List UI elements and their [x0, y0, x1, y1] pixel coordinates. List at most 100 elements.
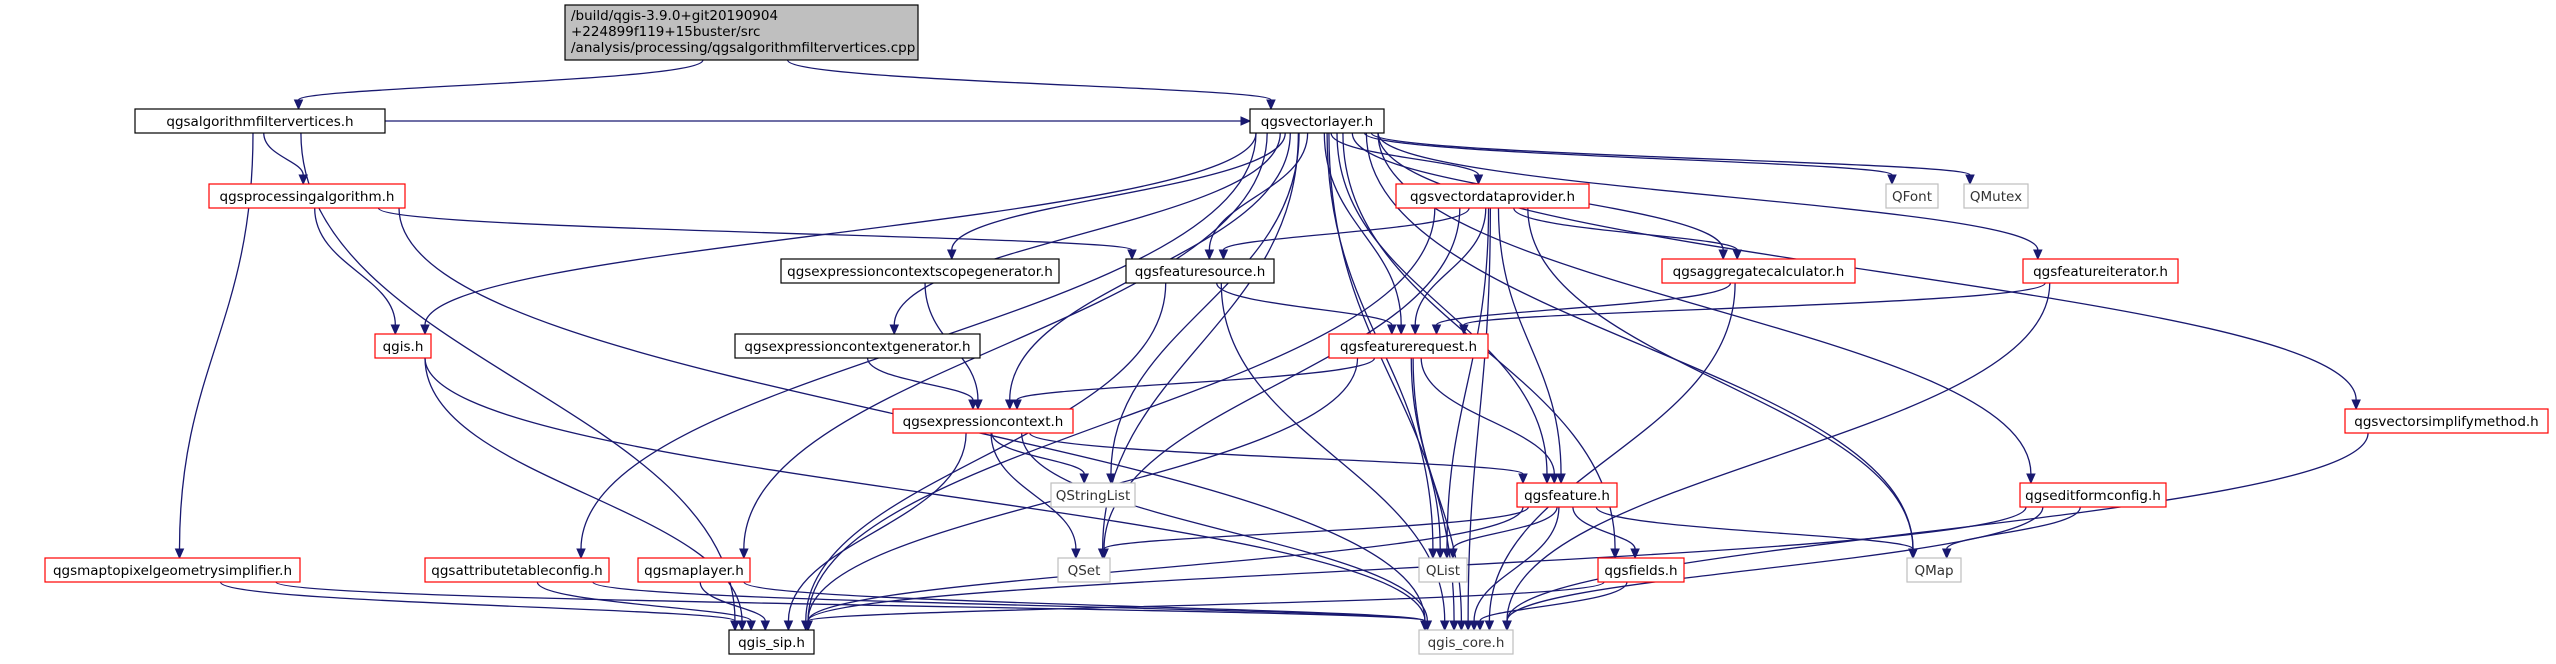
node-label: qgsattributetableconfig.h [431, 563, 602, 579]
edge-arrowhead [420, 324, 430, 336]
node-qmap[interactable]: QMap [1906, 557, 1962, 583]
edge-arrowhead [730, 620, 740, 632]
node-label: QSet [1068, 563, 1101, 579]
edge-vectorlayer-to-qfont [1363, 132, 1893, 176]
edge-vdp-to-qmap [1527, 207, 1914, 550]
edge-arrowhead [1079, 473, 1089, 485]
node-fiter[interactable]: qgsfeatureiterator.h [2022, 258, 2179, 284]
node-m2pgs[interactable]: qgsmaptopixelgeometrysimplifier.h [44, 557, 301, 583]
edge-arrowhead [1431, 324, 1442, 336]
node-qmutex[interactable]: QMutex [1963, 183, 2029, 209]
node-fsource[interactable]: qgsfeaturesource.h [1125, 258, 1275, 284]
edge-arrowhead [1887, 174, 1897, 186]
edge-expctx-to-core [1020, 432, 1429, 622]
node-expctx[interactable]: qgsexpressioncontext.h [892, 408, 1074, 434]
edge-efconfig-to-core [1506, 506, 2044, 622]
node-label: qgis.h [383, 339, 424, 355]
node-box [780, 258, 1060, 284]
edge-arrowhead [1469, 620, 1479, 632]
node-qstrlist[interactable]: QStringList [1050, 482, 1136, 508]
edge-feature-to-fields [1572, 506, 1636, 550]
edge-maplayer-to-core [743, 581, 1426, 622]
node-vdp[interactable]: qgsvectordataprovider.h [1395, 183, 1590, 209]
edge-root-to-algfilter [297, 59, 704, 101]
edge-arrowhead [1459, 324, 1469, 336]
edge-arrowhead [1542, 473, 1552, 485]
edge-arrowhead [968, 399, 978, 411]
edge-arrowhead [803, 620, 813, 632]
node-sip[interactable]: qgis_sip.h [728, 629, 815, 655]
edge-vdp-to-fsource [1222, 207, 1470, 251]
node-label: qgsvectordataprovider.h [1410, 189, 1575, 205]
node-box [728, 629, 815, 655]
node-label: qgsalgorithmfiltervertices.h [166, 114, 353, 130]
edge-arrowhead [1610, 548, 1620, 560]
edge-arrowhead [1071, 548, 1081, 560]
node-label: qgsvectorsimplifymethod.h [2354, 414, 2539, 430]
node-fields[interactable]: qgsfields.h [1597, 557, 1685, 583]
edge-arrowhead [739, 548, 749, 560]
node-box [734, 333, 981, 359]
edge-efconfig-to-qmap [1946, 506, 2081, 550]
edge-ecgen-to-expctx [866, 357, 974, 401]
node-freq[interactable]: qgsfeaturerequest.h [1328, 333, 1489, 359]
edge-arrowhead [298, 174, 309, 186]
node-label: qgsaggregatecalculator.h [1673, 264, 1845, 280]
node-label: qgsexpressioncontextgenerator.h [744, 339, 970, 355]
node-root[interactable]: /build/qgis-3.9.0+git20190904+224899f119… [564, 4, 919, 61]
node-label: QStringList [1056, 488, 1131, 504]
node-qlist[interactable]: QList [1418, 557, 1468, 583]
edge-fields-to-core [1479, 581, 1628, 622]
node-box [1885, 183, 1939, 209]
edge-vectorlayer-to-ecsg [951, 132, 1286, 251]
edge-arrowhead [1428, 548, 1438, 560]
node-vectorlayer[interactable]: qgsvectorlayer.h [1249, 108, 1385, 134]
edge-vdp-to-qlist [1446, 207, 1490, 550]
node-box [1125, 258, 1275, 284]
edge-feature-to-qset [1103, 506, 1530, 550]
edge-vdp-to-feature [1497, 207, 1562, 475]
node-box [892, 408, 1074, 434]
node-algfilter[interactable]: qgsalgorithmfiltervertices.h [134, 108, 386, 134]
edge-arrowhead [1475, 620, 1485, 632]
node-qgish[interactable]: qgis.h [374, 333, 432, 359]
node-box [1963, 183, 2029, 209]
edge-feature-to-qlist [1452, 506, 1558, 550]
node-attrtbl[interactable]: qgsattributetableconfig.h [424, 557, 610, 583]
edge-arrowhead [1240, 116, 1252, 126]
node-maplayer[interactable]: qgsmaplayer.h [637, 557, 751, 583]
node-qset[interactable]: QSet [1057, 557, 1111, 583]
node-box [1661, 258, 1856, 284]
node-core[interactable]: qgis_core.h [1418, 629, 1514, 655]
edge-feature-to-qmap [1595, 506, 1914, 550]
node-aggcalc[interactable]: qgsaggregatecalculator.h [1661, 258, 1856, 284]
edge-arrowhead [1435, 548, 1446, 560]
node-ecsg[interactable]: qgsexpressioncontextscopegenerator.h [780, 258, 1060, 284]
node-box [1597, 557, 1685, 583]
edge-arrowhead [1099, 548, 1109, 560]
node-qfont[interactable]: QFont [1885, 183, 1939, 209]
edge-attrtbl-to-sip [536, 581, 752, 622]
node-box [2344, 408, 2549, 434]
edge-algfilter-to-sip [300, 132, 736, 622]
edge-arrowhead [2033, 249, 2043, 261]
node-ecgen[interactable]: qgsexpressioncontextgenerator.h [734, 333, 981, 359]
edge-feature-to-sip [807, 506, 1524, 622]
node-box [374, 333, 432, 359]
node-label: qgsexpressioncontextscopegenerator.h [787, 264, 1053, 280]
edge-fiter-to-core [1506, 282, 2051, 622]
edge-vectorlayer-to-qgish [424, 132, 1257, 326]
edge-freq-to-feature [1420, 357, 1555, 475]
node-feature[interactable]: qgsfeature.h [1516, 482, 1618, 508]
edge-root-to-vectorlayer [786, 59, 1272, 101]
edge-arrowhead [1718, 249, 1728, 261]
node-vsimp[interactable]: qgsvectorsimplifymethod.h [2344, 408, 2549, 434]
edge-expctx-to-qset [990, 432, 1077, 550]
node-box [1050, 482, 1136, 508]
node-procalg[interactable]: qgsprocessingalgorithm.h [208, 183, 406, 209]
node-box [1418, 629, 1514, 655]
edge-arrowhead [889, 324, 900, 336]
node-efconfig[interactable]: qgseditformconfig.h [2019, 482, 2167, 508]
edge-vectorlayer-to-ecgen [893, 132, 1281, 326]
